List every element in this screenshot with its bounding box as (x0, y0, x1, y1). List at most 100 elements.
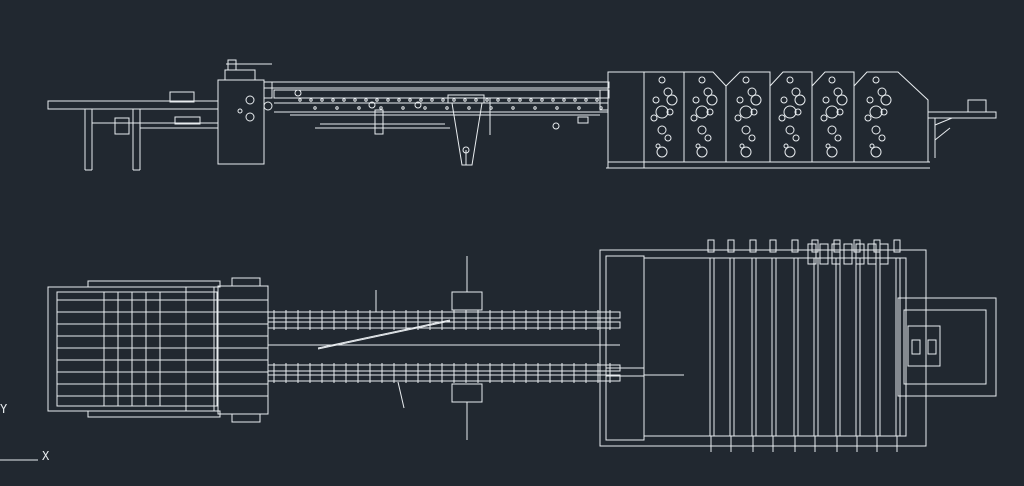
roller (695, 143, 701, 149)
drive-housing (217, 59, 273, 165)
roller (655, 143, 661, 149)
hole (518, 98, 522, 102)
roller (666, 94, 678, 106)
conveyor-frame (263, 81, 610, 166)
hole (551, 98, 555, 102)
hole (463, 98, 467, 102)
roller (740, 146, 752, 158)
roller (655, 105, 669, 119)
roller (872, 76, 880, 84)
roller (666, 108, 674, 116)
feeder-table (47, 91, 219, 171)
gauge (855, 243, 865, 265)
feeder-rails (57, 292, 268, 406)
hole (313, 106, 317, 110)
hole (379, 106, 383, 110)
roller (786, 76, 794, 84)
printing-units (606, 71, 930, 169)
roller-circles (650, 76, 892, 158)
hole (489, 106, 493, 110)
roller (870, 146, 882, 158)
hole (401, 106, 405, 110)
roller (657, 125, 667, 135)
gauge (853, 239, 861, 253)
roller (692, 96, 700, 104)
feeder-plan (47, 277, 269, 423)
hole (452, 98, 456, 102)
hole (430, 98, 434, 102)
roller (834, 134, 842, 142)
gauge (707, 239, 715, 253)
conveyor-holes (298, 98, 603, 110)
roller (869, 105, 883, 119)
roller (783, 143, 789, 149)
roller (697, 125, 707, 135)
roller (658, 76, 666, 84)
roller (704, 134, 712, 142)
roller (822, 96, 830, 104)
roller (742, 76, 750, 84)
roller (696, 146, 708, 158)
roller (750, 94, 762, 106)
hole (562, 98, 566, 102)
hole (375, 98, 379, 102)
gauge (727, 239, 735, 253)
roller (784, 146, 796, 158)
roller (825, 143, 831, 149)
roller (739, 143, 745, 149)
roller (826, 146, 838, 158)
hole (353, 98, 357, 102)
printing-plan (599, 249, 997, 447)
roller (825, 105, 839, 119)
roller (785, 125, 795, 135)
hole (320, 98, 324, 102)
roller (869, 143, 875, 149)
hole (540, 98, 544, 102)
ucs-y-label: Y (0, 402, 8, 416)
roller (690, 114, 698, 122)
roller (866, 96, 874, 104)
gauge (819, 243, 829, 265)
hole (298, 98, 302, 102)
roller (706, 94, 718, 106)
roller (878, 134, 886, 142)
delivery-table (927, 99, 997, 158)
roller (695, 105, 709, 119)
roller (739, 105, 753, 119)
roller (652, 96, 660, 104)
roller (828, 76, 836, 84)
hole (577, 106, 581, 110)
hole (408, 98, 412, 102)
hole (599, 106, 603, 110)
hole (386, 98, 390, 102)
hole (507, 98, 511, 102)
roller (698, 76, 706, 84)
roller (706, 108, 714, 116)
hole (335, 106, 339, 110)
roller (871, 125, 881, 135)
roller (791, 87, 801, 97)
gauge (791, 239, 799, 253)
roller (836, 94, 848, 106)
gauge (807, 243, 817, 265)
printing-unit-rails (707, 239, 901, 452)
roller (794, 108, 802, 116)
hole (342, 98, 346, 102)
roller (663, 87, 673, 97)
hole (397, 98, 401, 102)
hole (511, 106, 515, 110)
conveyor-plan (267, 256, 621, 440)
hole (309, 98, 313, 102)
roller (820, 114, 828, 122)
hole (467, 106, 471, 110)
gauge (769, 239, 777, 253)
hole (419, 98, 423, 102)
gauge (843, 243, 853, 265)
roller (748, 134, 756, 142)
roller (741, 125, 751, 135)
roller (736, 96, 744, 104)
roller (650, 114, 658, 122)
gauge (811, 239, 819, 253)
hole (595, 98, 599, 102)
